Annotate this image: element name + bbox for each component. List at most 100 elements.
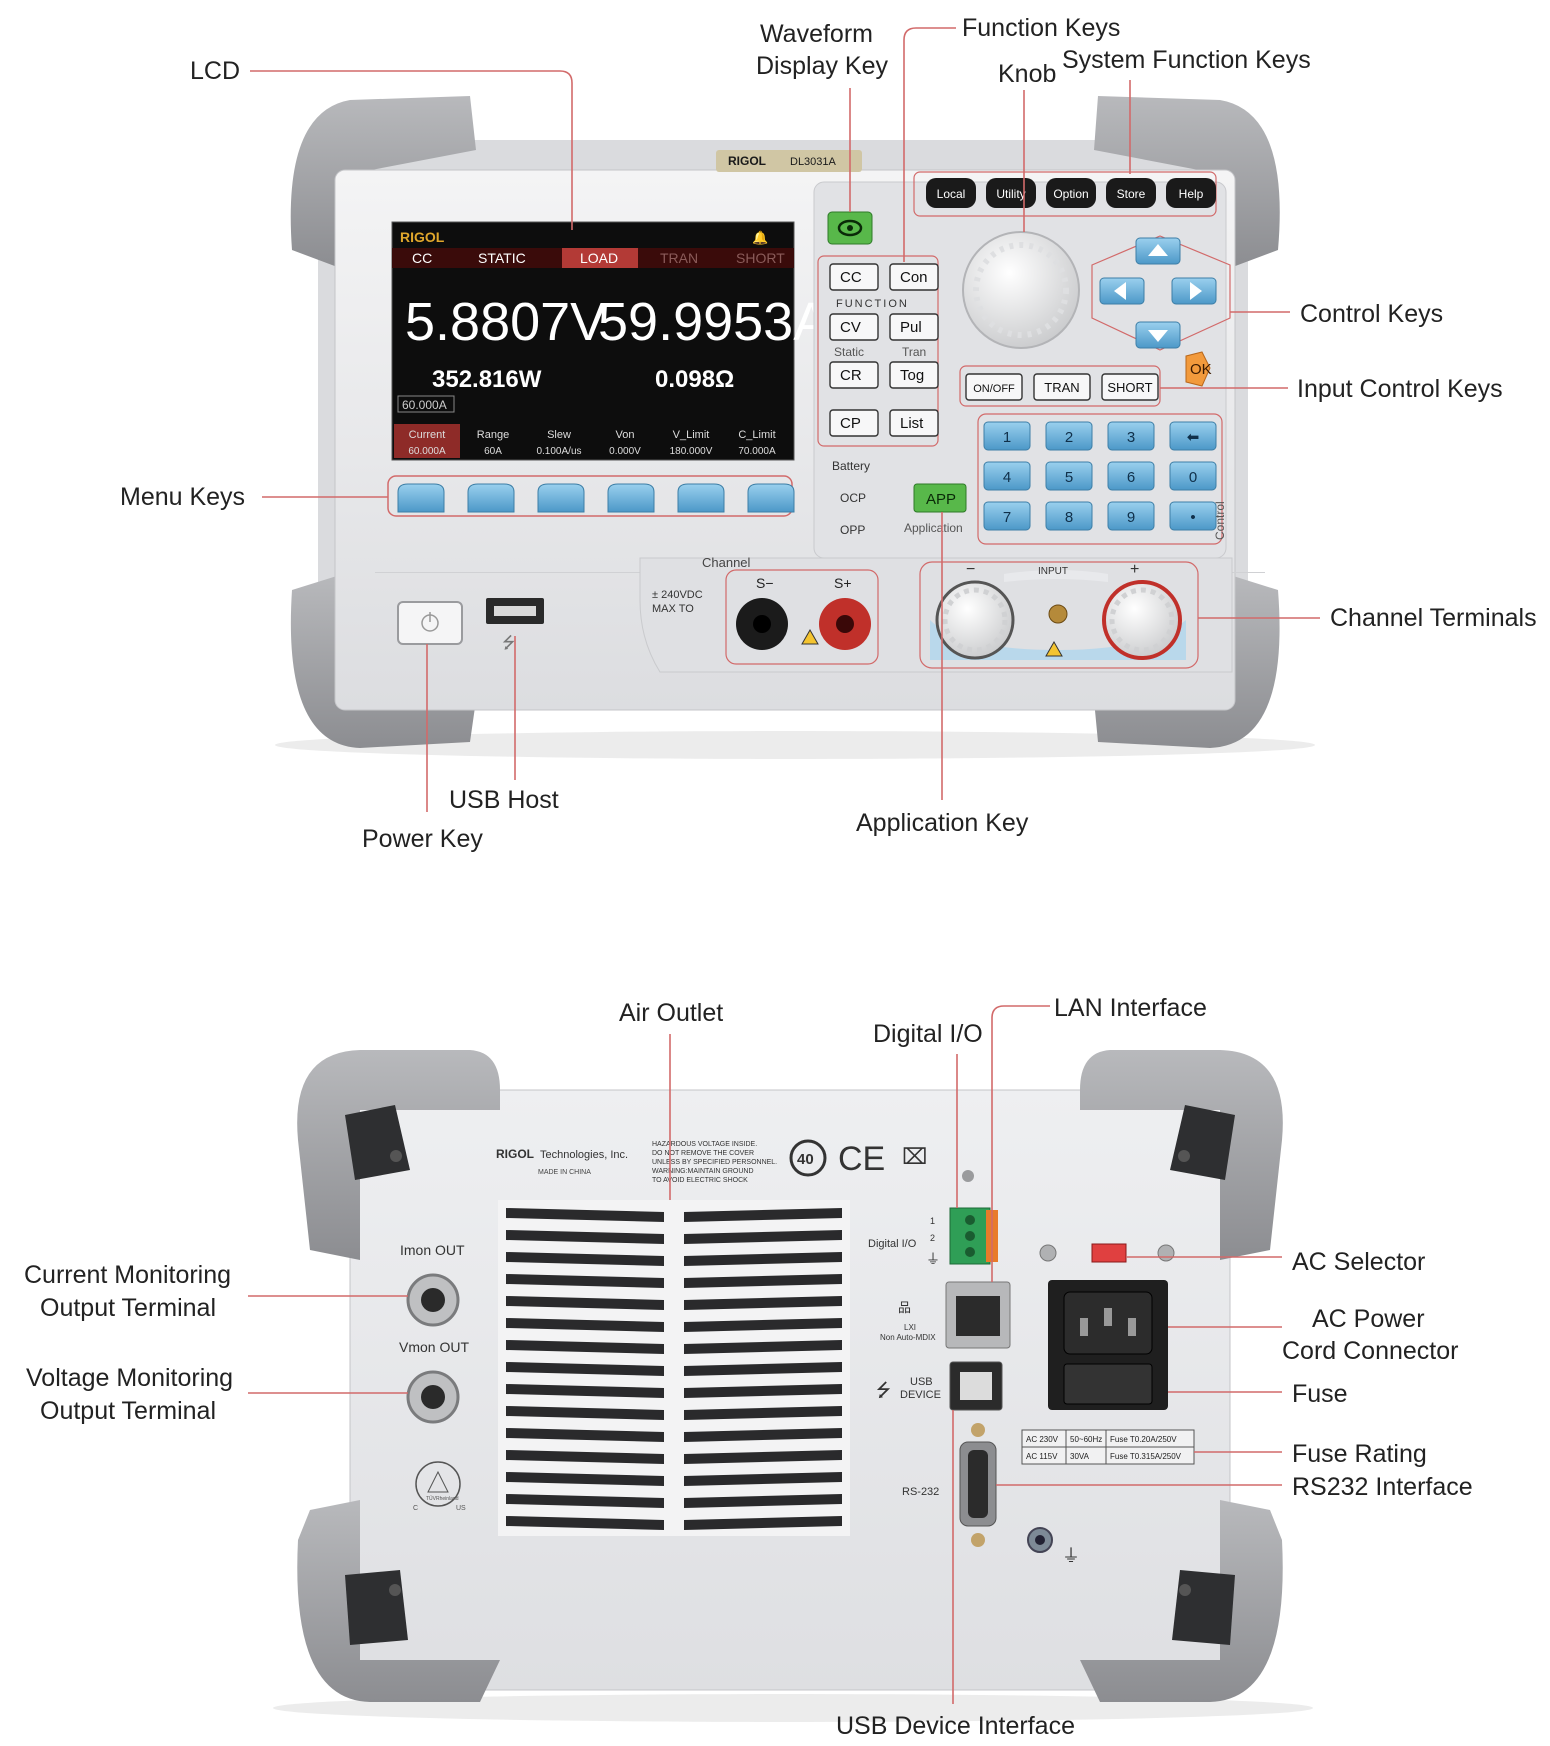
function-key-cv[interactable]: [829, 313, 879, 341]
lcd-tab-0: CC: [412, 250, 432, 266]
numpad-key-5[interactable]: [1045, 461, 1093, 491]
fuse-table-cell-1-0: AC 115V: [1026, 1452, 1058, 1461]
warning-line-3: WARNING:MAINTAIN GROUND: [652, 1168, 754, 1175]
function-key-tog[interactable]: [889, 361, 939, 389]
numpad-key-2[interactable]: [1107, 421, 1155, 451]
lcd-menu-value-5: 70.000A: [738, 446, 776, 457]
dio-pin-hole-2: [965, 1231, 975, 1241]
lcd-setting-box: [397, 395, 455, 413]
input-center-jack: [1048, 604, 1068, 624]
s-minus-label: S−: [756, 575, 774, 591]
warning-icon-2: [1045, 640, 1063, 657]
function-key-cr[interactable]: [829, 361, 879, 389]
function-key-cc[interactable]: [829, 263, 879, 291]
system-key-local[interactable]: [926, 178, 976, 208]
numpad-key-label-2: 3: [1127, 429, 1135, 446]
input-key-1[interactable]: [1033, 373, 1091, 401]
fuse-holder[interactable]: [1063, 1363, 1153, 1405]
numpad-key-11[interactable]: [1169, 501, 1217, 531]
knob-grip: [973, 242, 1069, 338]
warning-line-1: DO NOT REMOVE THE COVER: [652, 1150, 754, 1157]
model-badge-model: DL3031A: [790, 156, 837, 168]
numpad-key-7[interactable]: [1169, 461, 1217, 491]
numpad-key-10[interactable]: [1107, 501, 1155, 531]
menu-key-3[interactable]: [537, 483, 585, 513]
lcd-menu-value-2: 0.100A/us: [536, 446, 581, 457]
function-key-label-tog: Tog: [900, 367, 924, 384]
ground-post-hole: [1035, 1535, 1045, 1545]
knob[interactable]: [962, 231, 1080, 349]
function-key-con[interactable]: [889, 263, 939, 291]
opp-label: OPP: [840, 523, 865, 537]
menu-keys: [397, 483, 795, 513]
rear-bumper-top-left: [297, 1050, 500, 1260]
vent-slot-left-14: [506, 1516, 664, 1530]
vent-slot-left-1: [506, 1230, 664, 1244]
numpad-key-9[interactable]: [1045, 501, 1093, 531]
rear-bumper-top-right: [1080, 1050, 1283, 1260]
tuv-text: TÜVRheinland: [426, 1495, 459, 1502]
usb-device-tongue: [960, 1372, 992, 1400]
rear-brand: RIGOL: [496, 1147, 534, 1161]
input-terminals-outline: [919, 561, 1199, 669]
numpad-key-4[interactable]: [983, 461, 1031, 491]
label-current-mon-1: Current Monitoring: [24, 1261, 231, 1289]
rear-made-in: MADE IN CHINA: [538, 1169, 591, 1176]
function-keys-outline: [817, 255, 939, 447]
ac-pin-e: [1104, 1308, 1112, 1326]
imon-label: Imon OUT: [400, 1242, 465, 1258]
lcd-bell-icon: 🔔: [752, 230, 768, 245]
arrow-down-icon: [1148, 330, 1168, 342]
vent-slot-left-10: [506, 1428, 664, 1442]
application-label: Application: [904, 521, 963, 535]
lcd-current: 59.9953A: [598, 292, 829, 352]
menu-key-5[interactable]: [677, 483, 725, 513]
vent-slot-left-0: [506, 1208, 664, 1222]
battery-label: Battery: [832, 459, 870, 473]
system-key-label-local: Local: [937, 187, 966, 201]
system-key-option[interactable]: [1046, 178, 1096, 208]
system-key-help[interactable]: [1166, 178, 1216, 208]
input-key-2[interactable]: [1101, 373, 1159, 401]
vent-slot-right-11: [684, 1450, 842, 1464]
function-key-cp[interactable]: [829, 409, 879, 437]
numpad-key-6[interactable]: [1107, 461, 1155, 491]
lcd-power: 352.816W: [432, 366, 542, 393]
rs232-socket: [968, 1450, 988, 1518]
app-key[interactable]: [913, 483, 967, 513]
vent-slot-right-4: [684, 1296, 842, 1310]
power-key[interactable]: [397, 601, 463, 645]
dio-pin-1: 1: [930, 1216, 935, 1226]
menu-key-4[interactable]: [607, 483, 655, 513]
function-key-pul[interactable]: [889, 313, 939, 341]
input-key-label-1: TRAN: [1044, 380, 1079, 395]
input-minus-terminal[interactable]: [935, 580, 1015, 660]
function-key-list[interactable]: [889, 409, 939, 437]
ok-key[interactable]: [1185, 351, 1211, 387]
system-key-store[interactable]: [1106, 178, 1156, 208]
menu-key-6[interactable]: [747, 483, 795, 513]
input-key-0[interactable]: [965, 373, 1023, 401]
numpad-key-3[interactable]: [1169, 421, 1217, 451]
ce-mark-icon: CE: [838, 1140, 885, 1178]
rs232-screw-top: [971, 1423, 985, 1437]
lcd-tab-active: [562, 248, 638, 268]
lcd-menu-active: [394, 424, 460, 458]
menu-key-2[interactable]: [467, 483, 515, 513]
minus-sign: −: [966, 561, 975, 578]
input-minus-grip: [942, 587, 1008, 653]
usb-device-label-1: USB: [910, 1376, 933, 1388]
numpad-key-8[interactable]: [983, 501, 1031, 531]
label-ac-selector: AC Selector: [1292, 1248, 1425, 1276]
rating-label: ± 240VDC: [652, 589, 703, 601]
numpad-key-1[interactable]: [1045, 421, 1093, 451]
numpad-key-0[interactable]: [983, 421, 1031, 451]
menu-key-1[interactable]: [397, 483, 445, 513]
tuv-us: US: [456, 1505, 466, 1512]
input-plus-terminal[interactable]: [1102, 580, 1182, 660]
ac-selector-switch[interactable]: [1091, 1243, 1127, 1263]
lcd-tab-2: LOAD: [580, 250, 618, 266]
